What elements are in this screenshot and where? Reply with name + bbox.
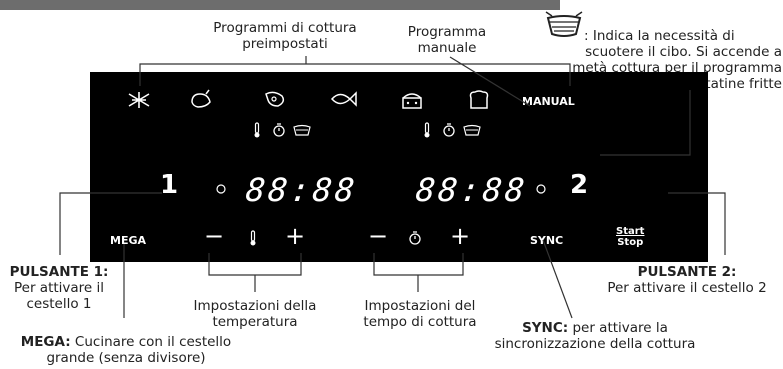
shake-icon: [463, 124, 481, 136]
timer-icon: [409, 231, 421, 245]
time-settings-callout: Impostazioni del tempo di cottura: [363, 298, 477, 330]
shake-note: : Indica la necessità di: [584, 28, 735, 44]
thermometer-icon: [424, 122, 430, 138]
temp-plus-button[interactable]: +: [285, 222, 306, 250]
time-plus-button[interactable]: +: [450, 222, 471, 250]
start-label: Start: [616, 226, 645, 237]
control-panel: MANUAL 1 88:88 88:88 2 MEGA − + −: [90, 72, 708, 262]
manual-button[interactable]: MANUAL: [522, 95, 575, 108]
thermometer-icon: [254, 122, 260, 138]
shake-icon: [293, 124, 311, 136]
sync-button[interactable]: SYNC: [530, 234, 564, 247]
temp-settings-callout: Impostazioni della temperatura: [193, 298, 317, 330]
start-stop-button[interactable]: Start Stop: [616, 226, 644, 248]
timer-icon: [443, 123, 455, 137]
button1-callout: PULSANTE 1: Per attivare il cestello 1: [9, 264, 109, 312]
fish-icon[interactable]: [328, 88, 358, 110]
zone2-button[interactable]: 2: [570, 170, 589, 200]
thermometer-icon: [250, 230, 256, 246]
mega-callout: MEGA: Cucinare con il cestello grande (s…: [20, 334, 232, 366]
shake-basket-icon: [545, 11, 583, 37]
bread-icon[interactable]: [467, 88, 491, 110]
fries-icon[interactable]: [126, 90, 152, 110]
time-minus-button[interactable]: −: [368, 222, 389, 250]
preset-programs-label: Programmi di cottura preimpostati: [213, 20, 357, 52]
timer-icon: [273, 123, 285, 137]
chicken-icon[interactable]: [188, 88, 214, 110]
zone1-indicator-icon: [216, 184, 226, 194]
temp-minus-button[interactable]: −: [204, 222, 225, 250]
stop-label: Stop: [617, 237, 644, 248]
manual-program-label: Programma manuale: [407, 24, 487, 56]
zone1-button[interactable]: 1: [160, 170, 179, 200]
button2-callout: PULSANTE 2: Per attivare il cestello 2: [607, 264, 767, 296]
mega-button[interactable]: MEGA: [110, 234, 147, 247]
sync-callout: SYNC: per attivare la sincronizzazione d…: [494, 320, 696, 352]
header-bar: [0, 0, 560, 10]
zone2-indicator-icon: [536, 184, 546, 194]
cake-icon[interactable]: [400, 88, 424, 110]
steak-icon[interactable]: [262, 88, 288, 110]
